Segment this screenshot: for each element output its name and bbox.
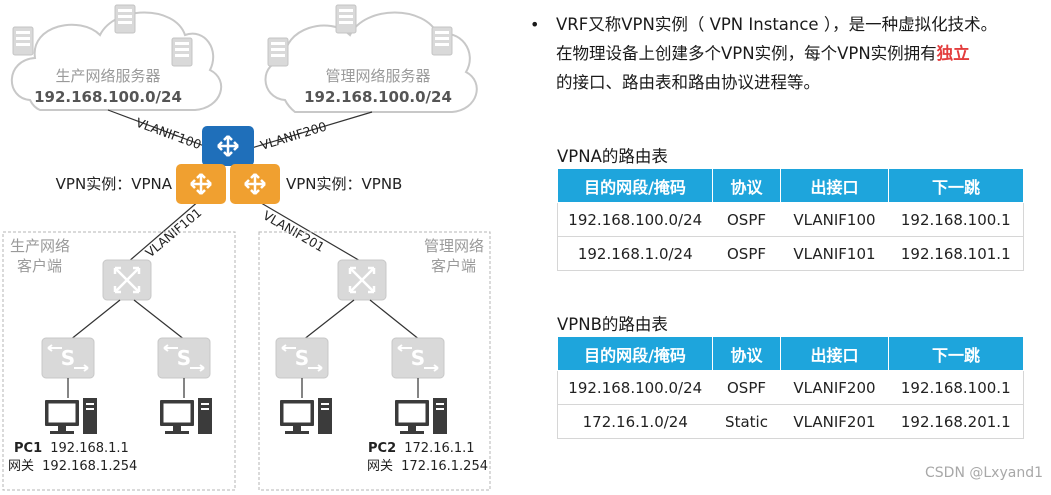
server-icon xyxy=(114,4,136,34)
pc-icon xyxy=(159,397,213,435)
l3-switch-icon xyxy=(101,258,153,302)
table-header-row: 目的网段/掩码 协议 出接口 下一跳 xyxy=(557,168,1024,203)
switch-icon xyxy=(275,337,329,379)
l3-switch-icon xyxy=(336,258,388,302)
pc1-name: PC1 xyxy=(14,441,42,456)
col-header-dest: 目的网段/掩码 xyxy=(557,336,713,371)
right-cloud-subnet: 192.168.100.0/24 xyxy=(304,88,452,106)
cell-nexthop: 192.168.100.1 xyxy=(888,370,1024,405)
cell-dest: 192.168.1.0/24 xyxy=(557,236,713,271)
link-vlanif200 xyxy=(244,111,373,151)
network-diagram: S 生产网络服务器 192.16 xyxy=(2,4,491,491)
bullet: • xyxy=(530,15,540,34)
link-label-vlanif201: VLANIF201 xyxy=(261,208,328,255)
pc-icon xyxy=(279,397,333,435)
link-label-vlanif100: VLANIF100 xyxy=(134,115,203,153)
description-highlight: 独立 xyxy=(936,44,970,63)
description: • VRF又称VPN实例（ VPN Instance ），是一种虚拟化技术。 在… xyxy=(530,10,1045,97)
pc2-info: PC2 172.16.1.1 xyxy=(368,441,475,456)
cell-iface: VLANIF100 xyxy=(780,202,889,237)
server-icon xyxy=(431,26,453,56)
right-group-line2: 客户端 xyxy=(431,257,476,275)
left-cloud xyxy=(10,11,222,111)
cell-proto: OSPF xyxy=(712,370,781,405)
vpnb-table-title: VPNB的路由表 xyxy=(557,315,668,334)
pc2-ip: 172.16.1.1 xyxy=(404,441,474,456)
cell-iface: VLANIF101 xyxy=(780,236,889,271)
pc1-info: PC1 192.168.1.1 xyxy=(14,441,129,456)
table-header-row: 目的网段/掩码 协议 出接口 下一跳 xyxy=(557,336,1024,371)
table-row: 192.168.100.0/24 OSPF VLANIF100 192.168.… xyxy=(557,202,1024,237)
table-row: 172.16.1.0/24 Static VLANIF201 192.168.2… xyxy=(557,404,1024,439)
cell-dest: 172.16.1.0/24 xyxy=(557,404,713,439)
description-line1: VRF又称VPN实例（ VPN Instance ），是一种虚拟化技术。 xyxy=(556,15,998,34)
pc-icon xyxy=(44,397,98,435)
link-vlanif100 xyxy=(107,109,216,151)
right-group-line1: 管理网络 xyxy=(424,237,484,255)
cell-iface: VLANIF200 xyxy=(780,370,889,405)
vpnb-label: VPN实例：VPNB xyxy=(286,175,402,193)
col-header-proto: 协议 xyxy=(712,168,781,203)
table-row: 192.168.100.0/24 OSPF VLANIF200 192.168.… xyxy=(557,370,1024,405)
switch-icon xyxy=(391,337,445,379)
cell-dest: 192.168.100.0/24 xyxy=(557,370,713,405)
cell-nexthop: 192.168.100.1 xyxy=(888,202,1024,237)
watermark: CSDN @Lxyand1 xyxy=(925,465,1043,481)
cell-nexthop: 192.168.201.1 xyxy=(888,404,1024,439)
table-row: 192.168.1.0/24 OSPF VLANIF101 192.168.10… xyxy=(557,236,1024,271)
col-header-proto: 协议 xyxy=(712,336,781,371)
cell-iface: VLANIF201 xyxy=(780,404,889,439)
cell-dest: 192.168.100.0/24 xyxy=(557,202,713,237)
pc2-name: PC2 xyxy=(368,441,396,456)
cell-proto: OSPF xyxy=(712,202,781,237)
server-icon xyxy=(267,37,289,67)
pc1-ip: 192.168.1.1 xyxy=(50,441,129,456)
left-cloud-name: 生产网络服务器 xyxy=(55,67,160,85)
left-cloud-subnet: 192.168.100.0/24 xyxy=(34,88,182,106)
description-line3: 的接口、路由表和路由协议进程等。 xyxy=(556,73,820,92)
left-group-line2: 客户端 xyxy=(17,257,62,275)
pc1-gateway: 网关 192.168.1.254 xyxy=(8,459,137,474)
description-line2: 在物理设备上创建多个VPN实例，每个VPN实例拥有独立 xyxy=(556,39,1045,68)
vpna-table-title: VPNA的路由表 xyxy=(557,147,668,166)
vpnb-route-table: 目的网段/掩码 协议 出接口 下一跳 192.168.100.0/24 OSPF… xyxy=(557,336,1024,439)
cell-nexthop: 192.168.101.1 xyxy=(888,236,1024,271)
description-line2-text: 在物理设备上创建多个VPN实例，每个VPN实例拥有 xyxy=(556,44,937,63)
vpna-label: VPN实例：VPNA xyxy=(56,175,173,193)
client-group-right xyxy=(258,231,491,491)
col-header-dest: 目的网段/掩码 xyxy=(557,168,713,203)
server-icon xyxy=(12,26,34,56)
pc2-gw-label: 网关 xyxy=(367,459,393,474)
cell-proto: Static xyxy=(712,404,781,439)
pc2-gateway: 网关 172.16.1.254 xyxy=(367,459,488,474)
switch-icon xyxy=(157,337,211,379)
link-vlanif201 xyxy=(255,199,363,263)
left-group-line1: 生产网络 xyxy=(10,237,70,255)
pc2-gw: 172.16.1.254 xyxy=(401,459,488,474)
vpna-route-table: 目的网段/掩码 协议 出接口 下一跳 192.168.100.0/24 OSPF… xyxy=(557,168,1024,271)
col-header-iface: 出接口 xyxy=(780,336,889,371)
col-header-iface: 出接口 xyxy=(780,168,889,203)
server-icon xyxy=(171,37,193,67)
link-vlanif101 xyxy=(127,199,201,263)
client-group-left xyxy=(2,231,236,491)
col-header-nexthop: 下一跳 xyxy=(888,168,1024,203)
link-label-vlanif200: VLANIF200 xyxy=(258,119,328,153)
col-header-nexthop: 下一跳 xyxy=(888,336,1024,371)
switch-icon xyxy=(41,337,95,379)
pc-icon xyxy=(394,397,448,435)
pc1-gw-label: 网关 xyxy=(8,459,34,474)
server-icon xyxy=(335,4,357,34)
right-cloud-name: 管理网络服务器 xyxy=(325,67,430,85)
link-label-vlanif101: VLANIF101 xyxy=(142,205,204,260)
cell-proto: OSPF xyxy=(712,236,781,271)
pc1-gw: 192.168.1.254 xyxy=(42,459,137,474)
